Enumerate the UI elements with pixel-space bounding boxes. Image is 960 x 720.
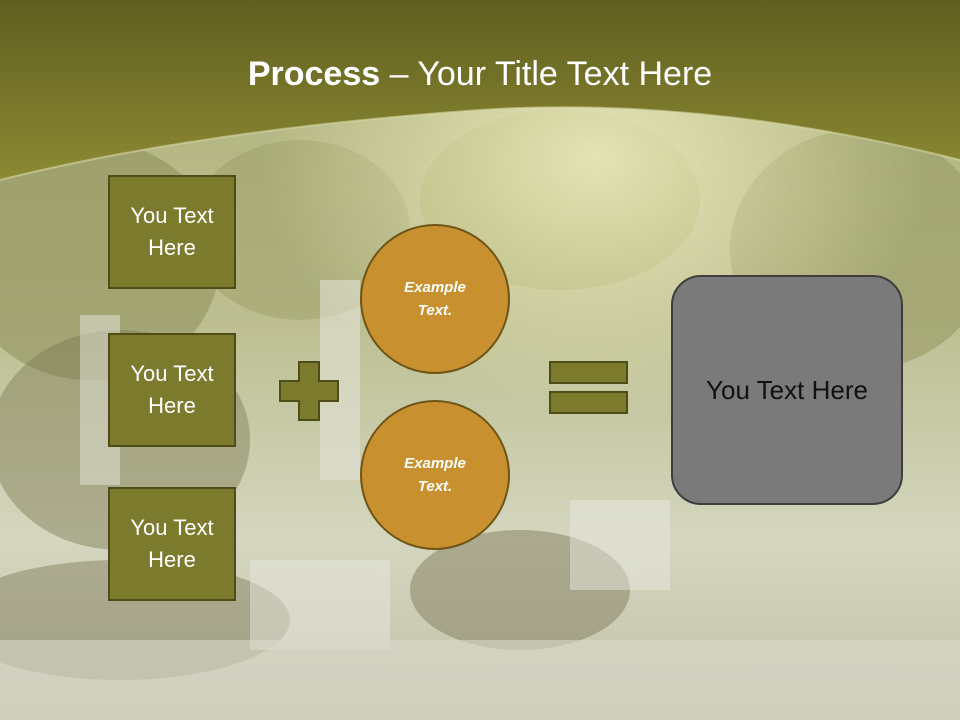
equals-icon xyxy=(549,361,628,414)
left-box-2[interactable]: You Text Here xyxy=(108,333,236,447)
left-box-3[interactable]: You Text Here xyxy=(108,487,236,601)
circle-1-label: Example Text. xyxy=(404,279,466,319)
slide-title: Process – Your Title Text Here xyxy=(0,52,960,96)
title-bold: Process xyxy=(247,55,381,93)
result-box-label: You Text Here xyxy=(706,374,868,405)
circle-2[interactable]: Example Text. xyxy=(360,400,510,550)
left-box-3-label: You Text Here xyxy=(130,515,214,572)
plus-icon xyxy=(279,361,339,421)
left-box-1-label: You Text Here xyxy=(130,203,214,260)
circle-1[interactable]: Example Text. xyxy=(360,224,510,374)
left-box-1[interactable]: You Text Here xyxy=(108,175,236,289)
left-box-2-label: You Text Here xyxy=(130,361,214,418)
title-rest: – Your Title Text Here xyxy=(380,55,713,93)
result-box[interactable]: You Text Here xyxy=(671,275,903,505)
circle-2-label: Example Text. xyxy=(404,455,466,495)
